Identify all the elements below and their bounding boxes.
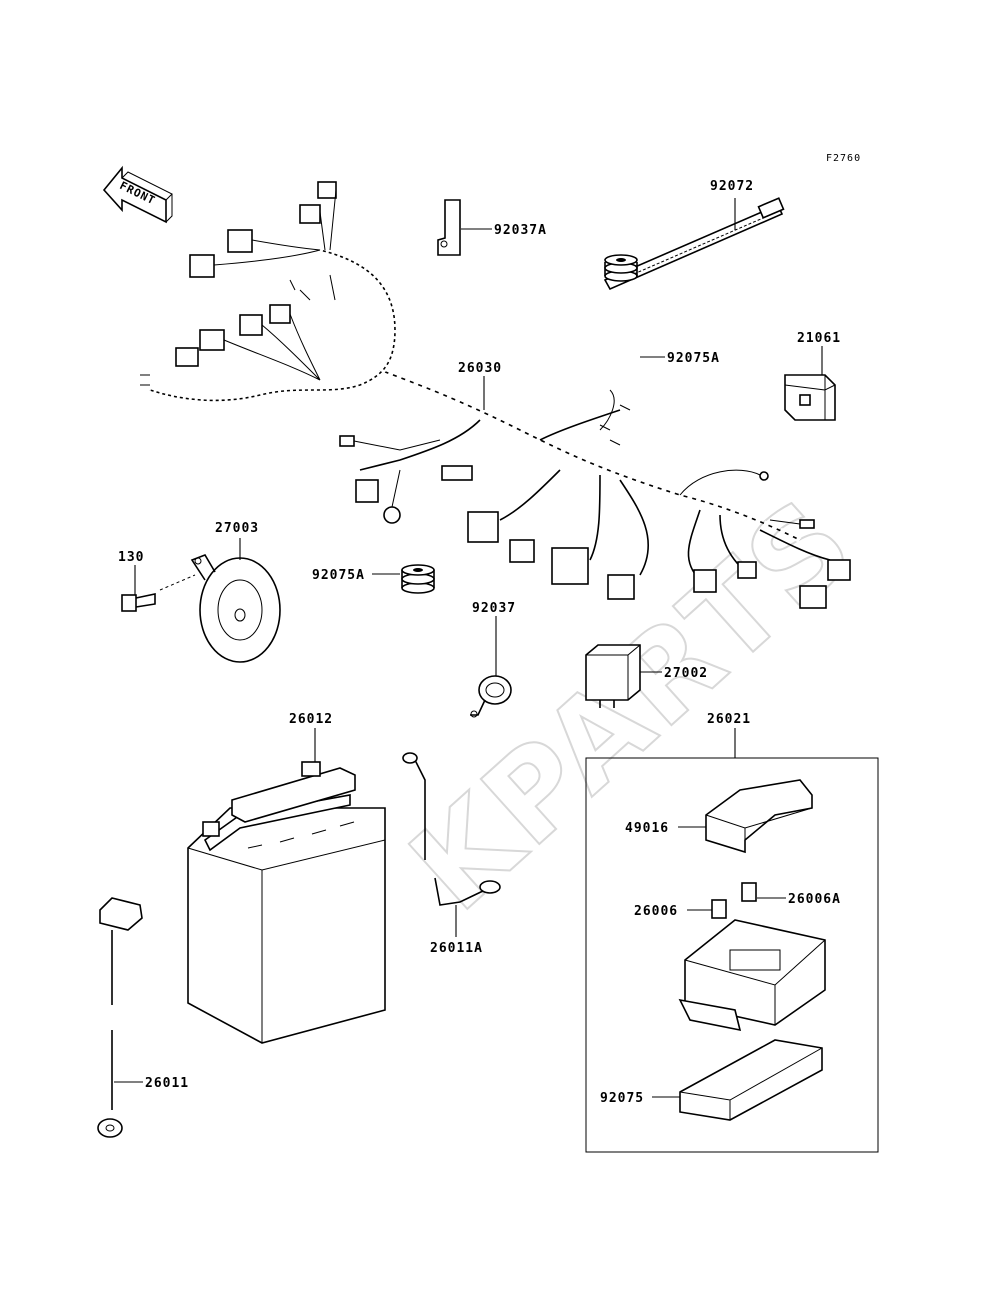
fuse-26006A [741,882,757,902]
label-92037A: 92037A [494,223,547,238]
cover-49016 [705,779,813,854]
label-49016: 49016 [625,821,669,836]
label-26006: 26006 [634,904,678,919]
label-26006A: 26006A [788,892,841,907]
label-26012: 26012 [289,712,333,727]
horn-27003 [190,554,281,663]
label-27002: 27002 [664,666,708,681]
label-92072: 92072 [710,179,754,194]
clamp-92037 [470,675,512,718]
label-92075A-mid: 92075A [312,568,365,583]
junction-box-frame [585,757,879,1153]
tray-92075 [679,1039,823,1121]
label-26011A: 26011A [430,941,483,956]
front-arrow-icon: FRONT [102,165,173,224]
cable-26011A [402,752,501,906]
label-92075: 92075 [600,1091,644,1106]
wiring-harness [140,181,851,609]
label-26030: 26030 [458,361,502,376]
label-26011: 26011 [145,1076,189,1091]
label-26021: 26021 [707,712,751,727]
cable-26011 [97,897,143,1138]
leader-lines [114,198,823,1098]
label-27003: 27003 [215,521,259,536]
battery-26012 [187,761,386,1044]
bracket-92037A [437,199,461,256]
label-130: 130 [118,550,144,565]
label-92037: 92037 [472,601,516,616]
grommet-92075A-mid [401,564,435,594]
bolt-130 [121,574,196,612]
fuse-26006 [711,899,727,919]
cable-tie-92072 [603,197,785,291]
figure-ref: F2760 [826,153,861,164]
label-21061: 21061 [797,331,841,346]
label-92075A-top: 92075A [667,351,720,366]
grommet-92075A-top [604,254,638,282]
watermark: KPARTS [385,472,881,938]
junction-box-body [678,919,826,1032]
relay-21061 [784,374,836,421]
flasher-27002 [585,644,641,708]
